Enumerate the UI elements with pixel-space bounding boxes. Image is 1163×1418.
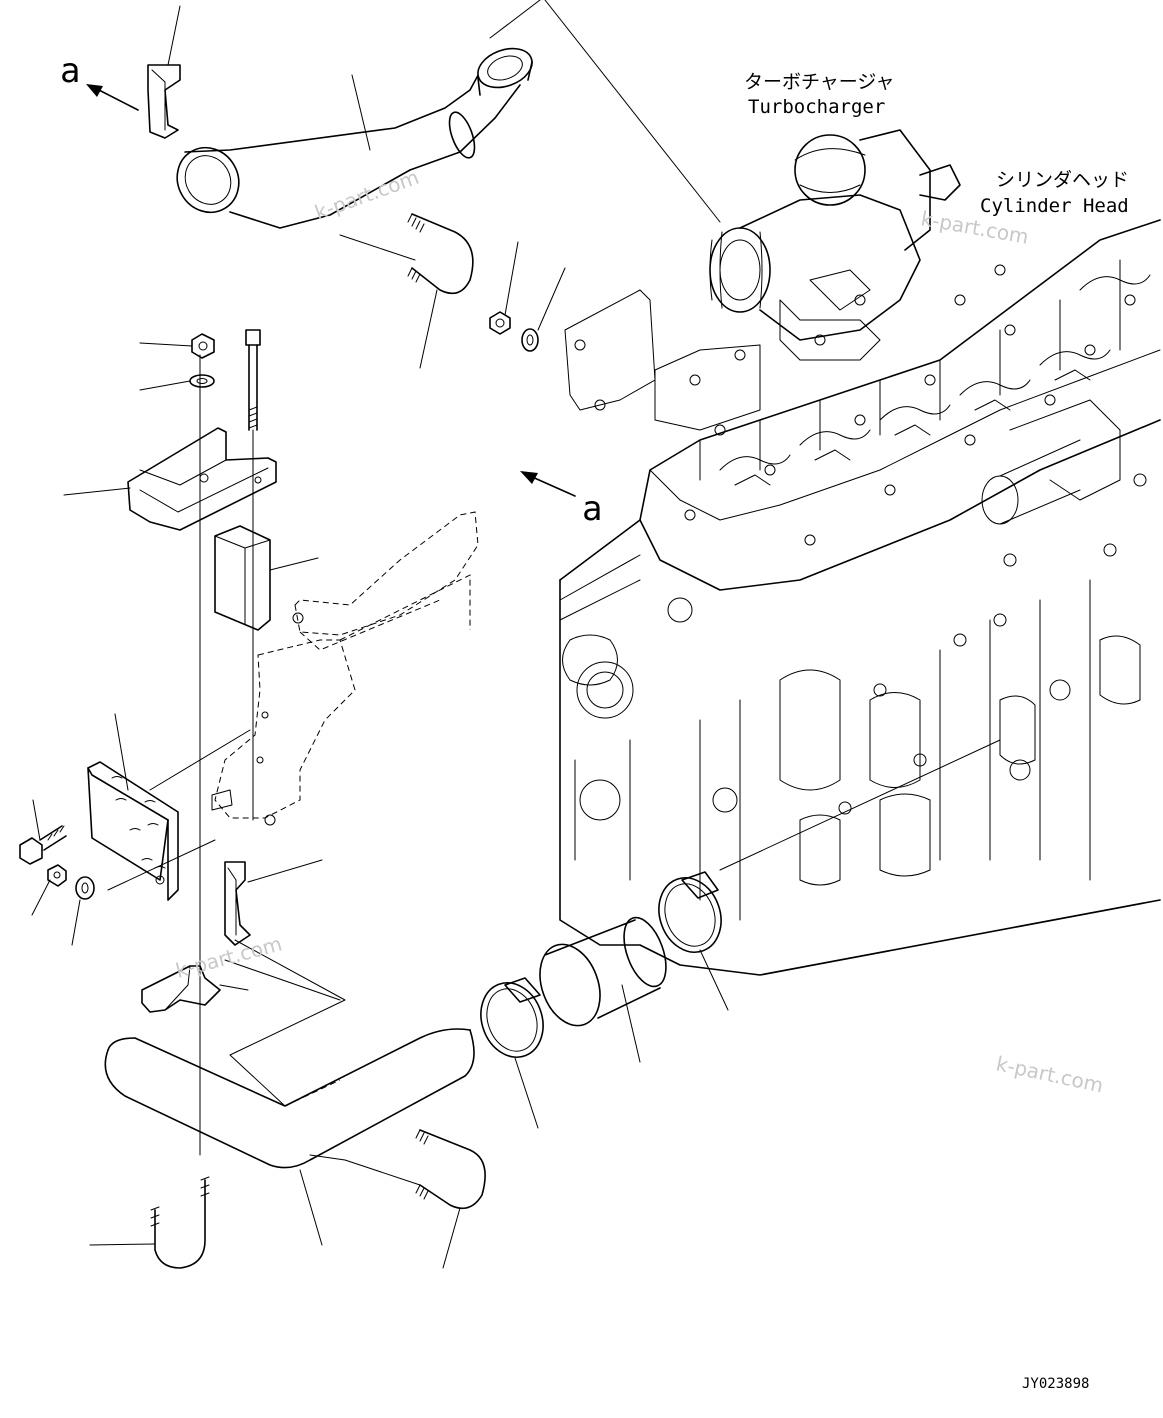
view-arrow-mid: [520, 471, 576, 497]
lower-clamp-bracket-lower: [141, 965, 221, 1013]
flange-bolt: [19, 825, 67, 865]
turbocharger: [709, 129, 961, 361]
rubber-spacer-block: [214, 525, 271, 631]
upper-u-bolt: [407, 213, 474, 295]
lower-clamp-bracket-upper: [224, 861, 251, 946]
cylinder-head-label-jp: シリンダヘッド: [996, 169, 1129, 191]
lower-u-bolt-left: [150, 1176, 210, 1269]
view-label-top: a: [60, 51, 80, 91]
lower-u-bolt-right: [415, 1129, 486, 1210]
lower-air-tube: [104, 1028, 475, 1169]
hose-clamp-right: [658, 871, 722, 953]
view-label-mid: a: [582, 489, 602, 529]
drawing-code: JY023898: [1022, 1376, 1089, 1392]
view-arrow-top: [86, 84, 139, 111]
frame-rail-phantom: [211, 511, 479, 826]
center-lines: [107, 0, 1001, 1186]
upper-clamp-bracket: [147, 64, 181, 139]
turbocharger-label-en: Turbocharger: [748, 96, 885, 118]
engine-block: [559, 219, 1161, 976]
rubber-hose: [539, 916, 667, 1027]
plate-bracket: [87, 761, 179, 901]
watermark: k-part.com: [994, 1051, 1106, 1097]
mounting-bracket-channel: [127, 427, 277, 531]
nut-washer-turbo: [489, 311, 539, 352]
upper-air-tube: [176, 47, 533, 229]
cylinder-head-label-en: Cylinder Head: [980, 195, 1129, 217]
washer-left: [75, 876, 95, 900]
hose-clamp-left: [480, 977, 544, 1058]
leader-lines: [31, 5, 729, 1269]
flange-nut: [47, 864, 67, 887]
watermark: k-part.com: [312, 165, 423, 225]
turbocharger-label-jp: ターボチャージャ: [744, 71, 894, 93]
left-fastener-stack: [189, 329, 261, 431]
